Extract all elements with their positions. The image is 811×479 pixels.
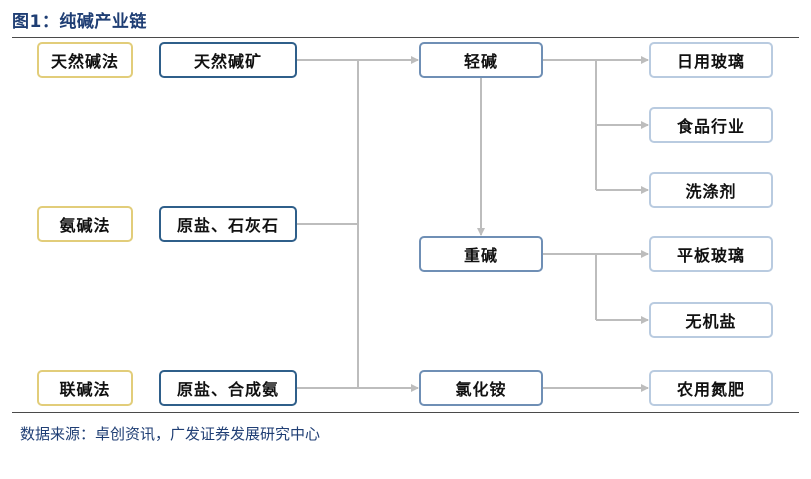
use-food-industry: 食品行业 (649, 107, 773, 143)
method-ammonia-soda: 氨碱法 (37, 206, 133, 242)
product-heavy-soda: 重碱 (419, 236, 543, 272)
use-nitrogen-fertilizer: 农用氮肥 (649, 370, 773, 406)
use-daily-glass: 日用玻璃 (649, 42, 773, 78)
raw-salt-synthetic-ammonia: 原盐、合成氨 (159, 370, 297, 406)
use-flat-glass: 平板玻璃 (649, 236, 773, 272)
bottom-rule (12, 412, 799, 413)
source-note: 数据来源：卓创资讯，广发证券发展研究中心 (20, 425, 321, 443)
use-inorganic-salt: 无机盐 (649, 302, 773, 338)
top-rule (12, 37, 799, 38)
use-detergent: 洗涤剂 (649, 172, 773, 208)
raw-salt-limestone: 原盐、石灰石 (159, 206, 297, 242)
method-natural-soda: 天然碱法 (37, 42, 133, 78)
figure-title: 图1：纯碱产业链 (12, 12, 147, 32)
raw-natural-soda-ore: 天然碱矿 (159, 42, 297, 78)
product-ammonium-chloride: 氯化铵 (419, 370, 543, 406)
method-combined-soda: 联碱法 (37, 370, 133, 406)
product-light-soda: 轻碱 (419, 42, 543, 78)
